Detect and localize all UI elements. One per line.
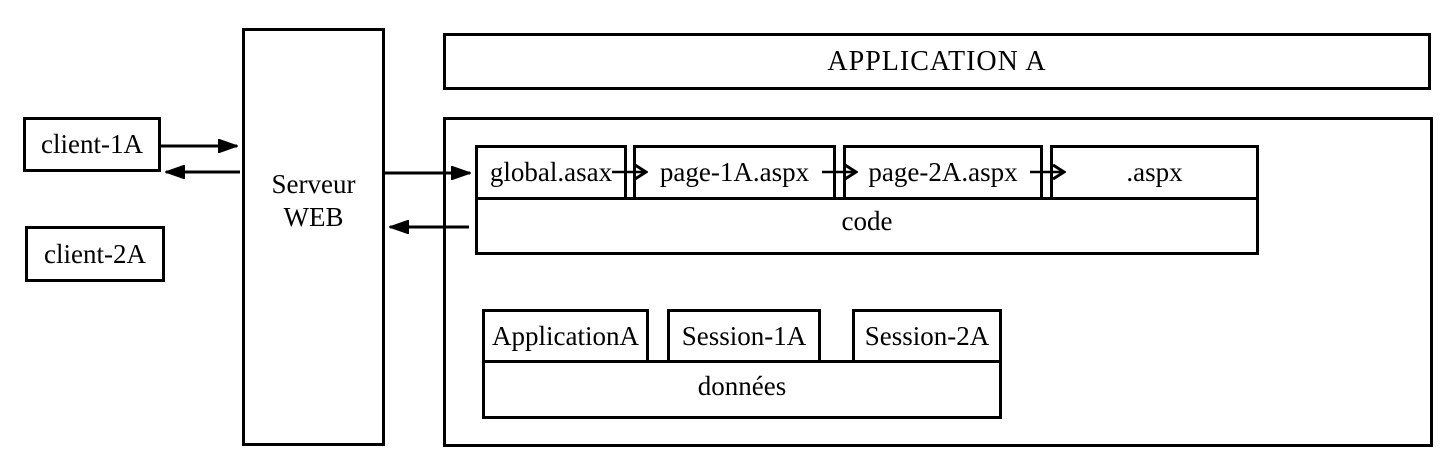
client-2a-label: client-2A: [44, 238, 146, 269]
application-a-state-box: ApplicationA: [482, 309, 649, 363]
page-1a-aspx-box: page-1A.aspx: [633, 145, 836, 200]
page-2a-aspx-box: page-2A.aspx: [843, 145, 1043, 200]
session-2a-box: Session-2A: [852, 309, 1002, 363]
web-server-label-line2: WEB: [283, 202, 344, 232]
web-server-label-line1: Serveur: [271, 169, 356, 199]
web-server-box: Serveur WEB: [242, 28, 385, 446]
data-band-box: données: [482, 360, 1002, 419]
application-title-label: APPLICATION A: [827, 45, 1047, 77]
session-2a-label: Session-2A: [864, 320, 990, 351]
application-title-box: APPLICATION A: [443, 33, 1431, 90]
data-band-label: données: [697, 371, 787, 401]
page-global-asax-box: global.asax: [475, 145, 627, 200]
web-server-label: Serveur WEB: [245, 168, 382, 234]
client-1a-label: client-1A: [41, 129, 143, 159]
client-1a-box: client-1A: [23, 117, 161, 172]
session-1a-label: Session-1A: [681, 320, 807, 351]
client-2a-box: client-2A: [25, 226, 165, 282]
page-global-asax-label: global.asax: [489, 157, 613, 187]
page-aspx-box: .aspx: [1050, 145, 1259, 200]
code-band-box: code: [475, 197, 1259, 255]
page-2a-aspx-label: page-2A.aspx: [868, 157, 1018, 187]
page-1a-aspx-label: page-1A.aspx: [659, 157, 810, 187]
code-band-label: code: [841, 206, 893, 236]
page-aspx-label: .aspx: [1126, 157, 1183, 187]
application-a-state-label: ApplicationA: [492, 320, 639, 351]
session-1a-box: Session-1A: [667, 309, 821, 363]
